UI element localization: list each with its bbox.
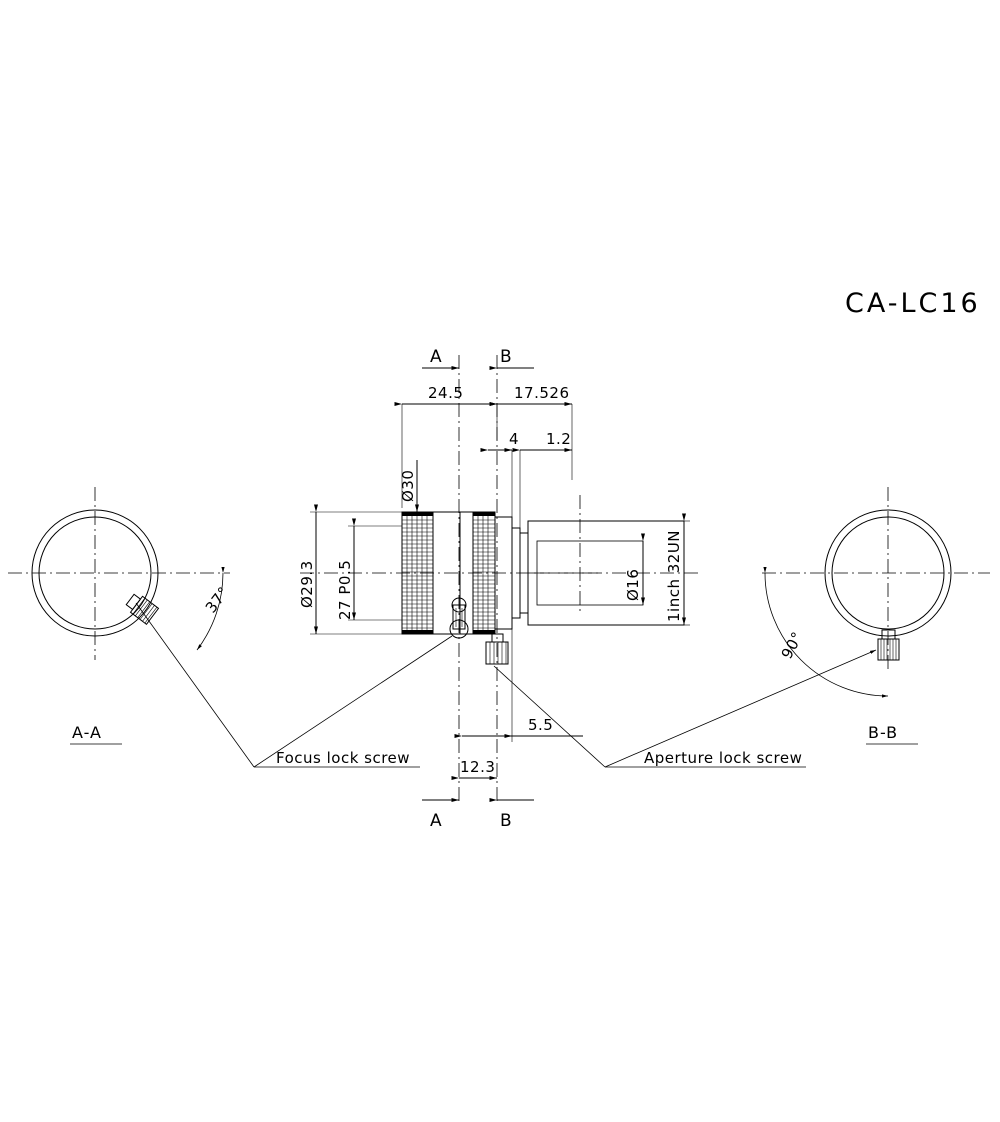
right-vertical-dimensions: Ø16 1inch 32UN — [624, 513, 690, 626]
section-label-b-bottom: B — [500, 811, 512, 831]
dim-label-24-5: 24.5 — [428, 384, 463, 402]
left-view-outer-circle — [31, 509, 159, 637]
dim-label-4: 4 — [509, 430, 519, 448]
left-view-inner-circle — [38, 516, 152, 630]
right-section-view: 90° B-B — [604, 487, 990, 768]
left-view-angle-label: 37° — [202, 583, 233, 616]
left-section-view: 37° A-A — [8, 487, 255, 768]
callout-focus-label: Focus lock screw — [276, 749, 410, 767]
left-view-leader — [135, 602, 255, 768]
section-label-b-top: B — [500, 347, 512, 367]
dim-label-dia30: Ø30 — [399, 470, 417, 502]
dim-label-17-526: 17.526 — [514, 384, 570, 402]
left-view-angle-arc — [196, 566, 225, 651]
page-title: CA-LC16 — [845, 288, 981, 319]
dim-label-p05: 27 P0.5 — [336, 560, 354, 620]
dim-label-dia16: Ø16 — [624, 569, 642, 601]
right-view-angle-label: 90° — [778, 629, 807, 662]
dim-label-dia293: Ø29.3 — [298, 560, 316, 608]
top-dimensions: 24.5 17.526 4 1.2 Ø30 — [394, 384, 573, 533]
dim-label-5-5: 5.5 — [528, 716, 553, 734]
section-markers-bottom: A B — [422, 798, 534, 831]
bottom-dimensions: 5.5 12.3 — [451, 625, 583, 780]
dim-label-12-3: 12.3 — [460, 758, 495, 776]
section-label-a-bottom: A — [430, 811, 442, 831]
dim-label-un: 1inch 32UN — [665, 530, 683, 622]
left-view-label: A-A — [72, 723, 102, 742]
aperture-ring-knurl — [473, 512, 495, 634]
callout-aperture: Aperture lock screw — [493, 665, 806, 768]
callout-focus-leader — [253, 635, 453, 768]
aperture-lock-screw-part — [485, 633, 509, 665]
right-view-leader — [604, 649, 877, 768]
callout-aperture-label: Aperture lock screw — [644, 749, 802, 767]
dim-label-1-2: 1.2 — [546, 430, 571, 448]
right-view-lock-screw — [877, 629, 900, 661]
right-view-angle-arc — [763, 566, 889, 698]
drawing-title-block: CA-LC16 — [845, 288, 981, 319]
section-markers-top: A B — [422, 347, 534, 370]
callout-aperture-leader — [493, 665, 606, 768]
callout-focus: Focus lock screw — [253, 635, 453, 768]
focus-lock-screw-part — [449, 597, 469, 639]
section-label-a-top: A — [430, 347, 442, 367]
left-vertical-dimensions: Ø29.3 27 P0.5 — [298, 504, 402, 635]
right-view-label: B-B — [868, 723, 898, 742]
focus-ring-knurl — [402, 512, 433, 634]
